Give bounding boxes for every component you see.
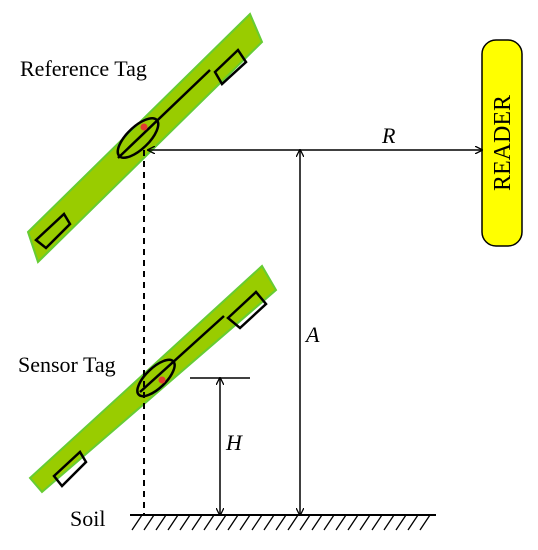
reference-tag-body (26, 12, 264, 264)
reference-tag-chip (140, 123, 148, 131)
reader-body (481, 39, 523, 247)
soil-label: Soil (70, 506, 105, 531)
r-label: R (381, 123, 396, 148)
reference-tag (26, 12, 264, 264)
soil-hatching (131, 514, 431, 531)
a-label: A (304, 322, 320, 347)
sensor-tag-chip (158, 376, 166, 384)
sensor-tag (28, 264, 278, 494)
sensor-tag-antenna (52, 290, 268, 488)
h-label: H (225, 430, 243, 455)
sensor-tag-loop (136, 358, 176, 398)
reference-tag-loop (116, 117, 160, 159)
reference-tag-antenna (34, 48, 248, 250)
soil-ground (130, 514, 436, 531)
reference-tag-label: Reference Tag (20, 56, 147, 81)
sensor-tag-label: Sensor Tag (18, 352, 116, 377)
reader: READER (481, 39, 523, 247)
reader-label: READER (490, 95, 516, 191)
